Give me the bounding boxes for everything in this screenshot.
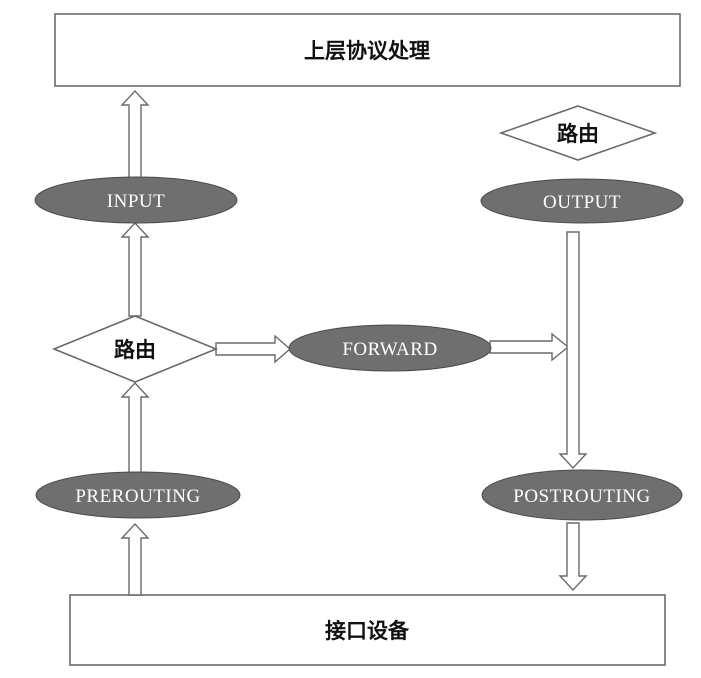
upper-protocol-box: 上层协议处理 (54, 13, 681, 87)
postrouting-chain-label: POSTROUTING (513, 486, 650, 507)
interface-device-box: 接口设备 (69, 594, 666, 666)
arrow-forward-to-right (489, 332, 570, 362)
input-chain: INPUT (34, 176, 238, 224)
upper-protocol-label: 上层协议处理 (304, 39, 430, 63)
routing-right-diamond: 路由 (498, 105, 658, 161)
forward-chain: FORWARD (288, 324, 492, 372)
arrow-input-to-upper (120, 89, 150, 179)
arrow-device-to-prerouting (120, 522, 150, 596)
forward-chain-label: FORWARD (342, 339, 437, 360)
routing-left-diamond: 路由 (51, 315, 219, 383)
arrow-output-to-postrouting (558, 231, 588, 470)
prerouting-chain: PREROUTING (35, 471, 241, 519)
output-chain-label: OUTPUT (543, 192, 621, 213)
routing-right-label: 路由 (557, 122, 599, 146)
prerouting-chain-label: PREROUTING (75, 486, 200, 507)
arrow-routing-to-input (120, 221, 150, 317)
postrouting-chain: POSTROUTING (481, 469, 683, 521)
arrow-routing-to-forward (215, 334, 292, 364)
arrow-postrouting-to-device (558, 522, 588, 592)
arrow-prerouting-to-routing (120, 381, 150, 475)
routing-left-label: 路由 (114, 338, 156, 362)
interface-device-label: 接口设备 (325, 619, 410, 643)
input-chain-label: INPUT (107, 191, 165, 212)
output-chain: OUTPUT (480, 178, 684, 224)
